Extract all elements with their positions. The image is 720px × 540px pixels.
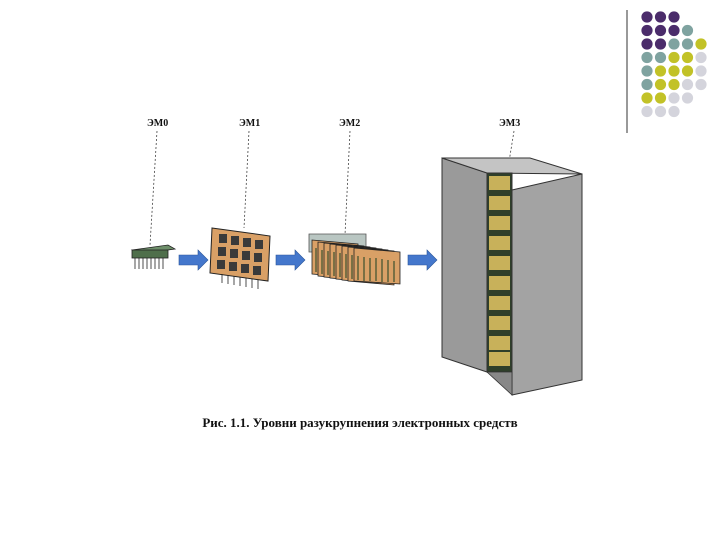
- arrow-em1-em2: [275, 249, 306, 271]
- decorative-dot: [668, 51, 680, 64]
- decorative-dot: [654, 105, 667, 118]
- decorative-dot: [668, 38, 680, 50]
- decorative-dot: [695, 78, 707, 91]
- decorative-dot: [641, 105, 653, 118]
- level-label-em1: ЭМ1: [239, 118, 261, 129]
- decorative-dot: [681, 24, 694, 37]
- decorative-dot: [641, 11, 653, 23]
- decorative-dot: [641, 51, 653, 64]
- decorative-dot: [681, 38, 694, 50]
- decorative-dot: [654, 38, 667, 50]
- decorative-dot: [668, 24, 680, 37]
- level-label-em3: ЭМ3: [499, 118, 521, 129]
- level-label-em0: ЭМ0: [147, 118, 169, 129]
- decorative-dot: [654, 51, 667, 64]
- decorative-dot: [654, 78, 667, 91]
- decorative-dot: [668, 92, 680, 104]
- board-em1: [209, 227, 271, 289]
- level-label-em2: ЭМ2: [339, 118, 361, 129]
- decorative-dot: [641, 24, 653, 37]
- arrow-em2-em3: [407, 249, 438, 271]
- leader-line-em1: [243, 130, 250, 229]
- arrow-em0-em1: [178, 249, 209, 271]
- decorative-dot: [641, 78, 653, 91]
- cabinet-em3: [441, 157, 583, 396]
- figure-caption: Рис. 1.1. Уровни разукрупнения электронн…: [202, 415, 518, 430]
- decorative-dot: [668, 105, 680, 118]
- decorative-dot: [641, 65, 653, 77]
- decorative-dot: [668, 65, 680, 77]
- decorative-dot: [681, 51, 694, 64]
- decorative-dot: [654, 24, 667, 37]
- block-em2: [308, 233, 401, 286]
- decorative-dot: [681, 78, 694, 91]
- decorative-dot: [654, 11, 667, 23]
- decorative-dot: [641, 38, 653, 50]
- decorative-dot: [668, 11, 680, 23]
- leader-line-em2: [344, 130, 351, 236]
- decorative-dot: [654, 92, 667, 104]
- leader-line-em0: [149, 130, 158, 246]
- decorative-dot: [695, 51, 707, 64]
- decorative-dot: [668, 78, 680, 91]
- decorative-dot: [695, 38, 707, 50]
- decorative-dot: [695, 65, 707, 77]
- decorative-dot: [681, 65, 694, 77]
- decorative-dot: [654, 65, 667, 77]
- decorative-dot: [681, 92, 694, 104]
- decorative-dot: [641, 92, 653, 104]
- chip-em0: [130, 244, 177, 269]
